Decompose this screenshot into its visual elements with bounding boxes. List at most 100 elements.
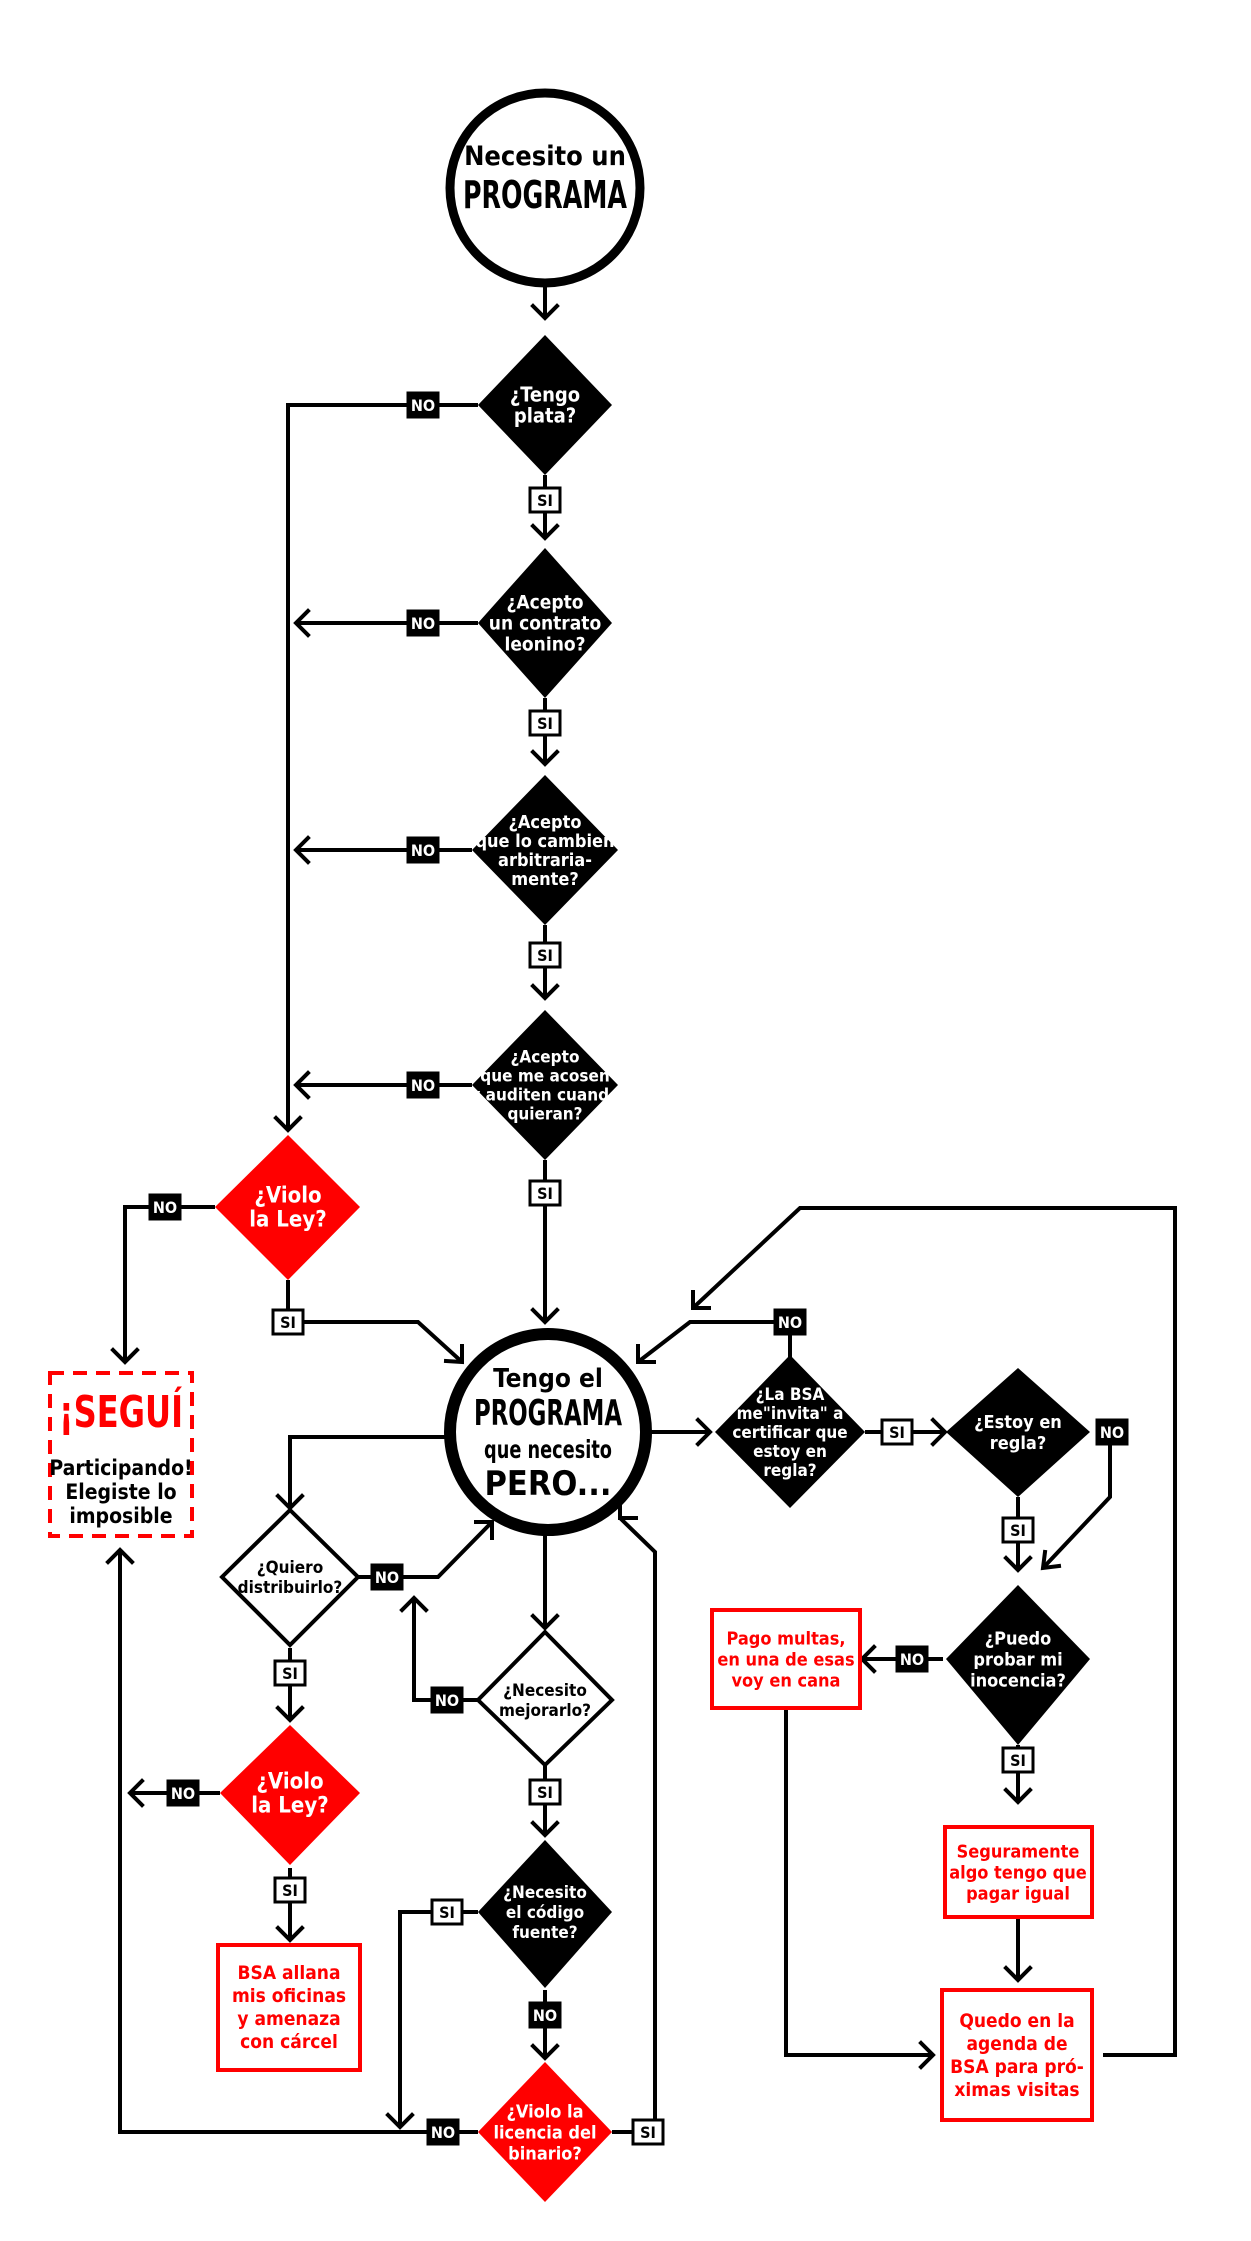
svg-text:SI: SI (537, 1783, 553, 1802)
no-label: NO (166, 1779, 200, 1807)
no-label: NO (426, 2118, 460, 2146)
node-text-line: ¿Violo (254, 1184, 321, 1209)
svg-text:NO: NO (778, 1313, 802, 1332)
arrowhead (918, 2040, 936, 2070)
node-text-line: ¿Necesito (503, 1883, 587, 1903)
node-text-line: regla? (763, 1461, 816, 1481)
node-text-line: voy en cana (731, 1670, 840, 1691)
node-text-line: ¿Tengo (510, 383, 580, 407)
decision-contrato-leonino (478, 548, 612, 698)
svg-text:SI: SI (537, 491, 553, 510)
svg-text:SI: SI (537, 1184, 553, 1203)
si-label: SI (528, 1179, 562, 1207)
svg-text:SI: SI (280, 1313, 296, 1332)
edge-bsa-no (636, 1320, 792, 1370)
si-label: SI (271, 1308, 305, 1336)
center-line1: Tengo el (493, 1364, 603, 1394)
arrowhead (1003, 1965, 1033, 1983)
edge-licencia-si (612, 1516, 657, 2134)
arrowhead (530, 523, 560, 541)
node-text-line: Elegiste lo (65, 1480, 176, 1504)
node-text-line: la Ley? (249, 1208, 326, 1233)
no-label: NO (370, 1563, 404, 1591)
result-bsa-allana (216, 1943, 362, 2072)
node-text-line: pagar igual (966, 1883, 1070, 1904)
node-text-line: ¿Violo la (506, 2101, 583, 2122)
arrowhead (293, 835, 311, 865)
decision-acosen-auditen (472, 1010, 618, 1160)
node-text-line: que lo cambien (475, 831, 614, 852)
svg-text:NO: NO (900, 1650, 924, 1669)
svg-text:SI: SI (1010, 1521, 1026, 1540)
node-text-line: ¿Necesito (503, 1681, 587, 1701)
node-text-line: estoy en (753, 1442, 827, 1462)
edge-viola1-no (123, 1205, 215, 1362)
node-text-line: fuente? (512, 1923, 577, 1943)
node-text-line: con cárcel (240, 2031, 338, 2053)
node-text-line: me"invita" a (737, 1404, 844, 1424)
arrowhead (399, 1595, 429, 1613)
arrowhead (293, 1070, 311, 1100)
decision-violo-la-ley-1 (215, 1135, 360, 1280)
arrowhead (273, 1115, 303, 1133)
edge-codigo-si (398, 1910, 478, 2127)
si-label: SI (1001, 1516, 1035, 1544)
edge-viola1-si (286, 1280, 464, 1364)
arrowhead (275, 1705, 305, 1723)
node-text-line: leonino? (504, 634, 585, 656)
arrowhead (530, 1820, 560, 1838)
svg-text:SI: SI (889, 1423, 905, 1442)
arrowheads (105, 303, 1062, 2130)
arrowhead (385, 2112, 415, 2130)
svg-text:SI: SI (282, 1881, 298, 1900)
edge-plata-no (286, 403, 478, 1130)
node-text-line: ¿Acepto (509, 812, 582, 833)
center-circle (444, 1328, 652, 1536)
start-circle (445, 88, 645, 288)
svg-text:NO: NO (375, 1568, 399, 1587)
decision-probar-inocencia (946, 1585, 1090, 1745)
edge-licencia-no (118, 1550, 478, 2134)
node-text-line: inocencia? (970, 1670, 1066, 1691)
arrowhead (530, 749, 560, 767)
svg-text:NO: NO (411, 841, 435, 860)
no-label: NO (406, 609, 440, 637)
edge-multas-to-agenda (784, 1708, 933, 2057)
node-text-line: probar mi (973, 1649, 1062, 1670)
svg-text:NO: NO (411, 396, 435, 415)
decision-licencia-binario (478, 2062, 612, 2202)
start-line2: PROGRAMA (463, 173, 627, 217)
si-label: SI (1001, 1746, 1035, 1774)
center-line3: que necesito (484, 1435, 612, 1464)
svg-text:SI: SI (1010, 1751, 1026, 1770)
arrowhead (1040, 1549, 1062, 1571)
node-text-line: certificar que (732, 1423, 847, 1443)
arrowhead (530, 1307, 560, 1325)
arrowhead (127, 1778, 145, 1808)
svg-text:NO: NO (1100, 1423, 1124, 1442)
node-text-line: Participando! (49, 1456, 192, 1480)
arrowhead (636, 1344, 656, 1364)
start-line1: Necesito un (464, 141, 626, 172)
node-text-line: ¿Acepto (506, 592, 583, 614)
edge-regla-no (1041, 1432, 1112, 1570)
decision-tengo-plata (478, 335, 612, 475)
node-text-line: que me acosen (480, 1066, 609, 1086)
node-text-line: licencia del (493, 2122, 596, 2143)
svg-text:SI: SI (282, 1664, 298, 1683)
arrowhead (1003, 1555, 1033, 1573)
node-text-line: y auditen cuando (470, 1085, 619, 1105)
no-label: NO (430, 1686, 464, 1714)
decision-quiero-distribuirlo (219, 1507, 361, 1648)
node-text-line: arbitraria- (498, 850, 592, 871)
node-text-line: quieran? (507, 1104, 582, 1124)
arrowhead (293, 608, 311, 638)
node-text-line: la Ley? (251, 1794, 328, 1819)
node-text-line: ximas visitas (954, 2079, 1079, 2101)
node-text-line: el código (506, 1903, 584, 1923)
arrowhead (530, 1613, 560, 1631)
center-line4: PERO... (485, 1464, 612, 1504)
node-text-line: Seguramente (957, 1841, 1080, 1862)
